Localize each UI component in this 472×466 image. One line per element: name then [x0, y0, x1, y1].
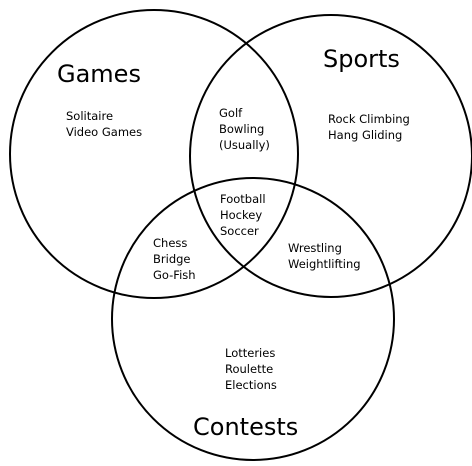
games-contests-region: Chess Bridge Go-Fish — [153, 236, 196, 282]
contests-title: Contests — [193, 413, 298, 441]
region-item: Soccer — [220, 224, 259, 238]
region-item: Weightlifting — [288, 257, 361, 271]
region-item: Lotteries — [225, 346, 275, 360]
region-item: Solitaire — [66, 109, 113, 123]
region-item: Bowling — [219, 122, 264, 136]
games-sports-region: Golf Bowling (Usually) — [219, 106, 270, 152]
region-item: Rock Climbing — [328, 112, 410, 126]
games-only-region: Solitaire Video Games — [66, 109, 142, 139]
games-circle — [9, 9, 299, 299]
region-item: (Usually) — [219, 138, 270, 152]
sports-contests-region: Wrestling Weightlifting — [288, 241, 361, 271]
region-item: Elections — [225, 378, 277, 392]
region-item: Go-Fish — [153, 268, 196, 282]
contests-only-region: Lotteries Roulette Elections — [225, 346, 279, 392]
region-item: Golf — [219, 106, 243, 120]
region-item: Video Games — [66, 125, 142, 139]
region-item: Chess — [153, 236, 187, 250]
contests-circle — [111, 177, 395, 461]
sports-only-region: Rock Climbing Hang Gliding — [328, 112, 414, 142]
region-item: Wrestling — [288, 241, 342, 255]
games-title: Games — [57, 60, 141, 88]
region-item: Roulette — [225, 362, 273, 376]
region-item: Hang Gliding — [328, 128, 402, 142]
region-item: Football — [220, 192, 266, 206]
sports-title: Sports — [323, 45, 400, 73]
sports-circle — [189, 14, 472, 298]
region-item: Bridge — [153, 252, 191, 266]
region-item: Hockey — [220, 208, 262, 222]
all-three-region: Football Hockey Soccer — [220, 192, 269, 238]
